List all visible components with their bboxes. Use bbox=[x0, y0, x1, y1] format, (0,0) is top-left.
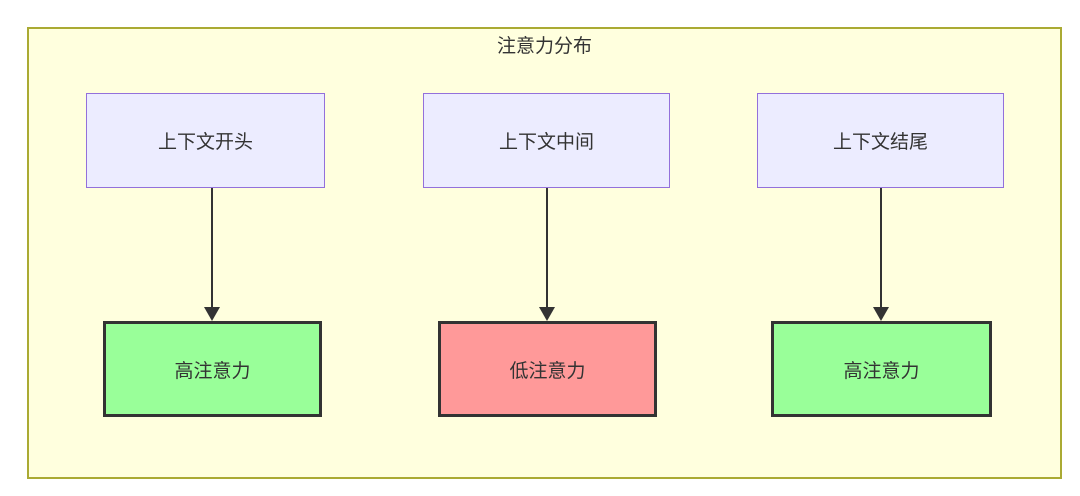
node-context-middle: 上下文中间 bbox=[423, 93, 670, 188]
arrow-line bbox=[211, 188, 213, 309]
arrow-head-icon bbox=[873, 307, 889, 321]
node-context-end: 上下文结尾 bbox=[757, 93, 1004, 188]
node-high-attention-right: 高注意力 bbox=[771, 321, 992, 417]
diagram-title: 注意力分布 bbox=[496, 36, 592, 57]
arrow-line bbox=[880, 188, 882, 309]
node-context-beginning: 上下文开头 bbox=[86, 93, 325, 188]
arrow-head-icon bbox=[539, 307, 555, 321]
arrow-head-icon bbox=[204, 307, 220, 321]
node-high-attention-left: 高注意力 bbox=[103, 321, 322, 417]
arrow-line bbox=[546, 188, 548, 309]
node-low-attention-middle: 低注意力 bbox=[438, 321, 657, 417]
